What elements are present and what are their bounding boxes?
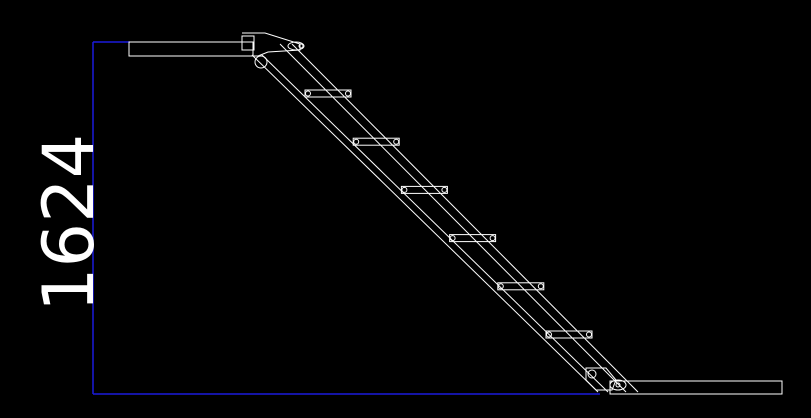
stair-step bbox=[304, 89, 352, 98]
stair-step bbox=[352, 137, 400, 146]
bottom-pivot-circle bbox=[587, 369, 597, 379]
stair-steps bbox=[304, 89, 593, 339]
step-bolt-left bbox=[353, 138, 360, 145]
dimension-label: 1624 bbox=[28, 134, 110, 312]
step-bolt-left bbox=[449, 235, 456, 242]
top-pivot-circle bbox=[254, 55, 268, 69]
step-bolt-right bbox=[441, 186, 448, 193]
stair-step-tread bbox=[352, 137, 400, 146]
step-bolt-left bbox=[546, 331, 552, 338]
step-bolt-right bbox=[489, 235, 496, 242]
dimension-lines bbox=[92, 41, 600, 395]
step-bolt-left bbox=[305, 90, 311, 97]
stair-step bbox=[545, 330, 593, 339]
stringer-outer-lower bbox=[251, 54, 599, 393]
stair-stringers bbox=[251, 43, 639, 393]
bottom-platform-beam bbox=[609, 380, 783, 395]
top-platform bbox=[128, 32, 305, 69]
top-bracket-square bbox=[241, 35, 255, 51]
step-bolt-left bbox=[497, 283, 504, 290]
bottom-hinge-plate bbox=[585, 367, 617, 391]
stair-step bbox=[497, 282, 545, 291]
stringer-outer-upper bbox=[291, 43, 639, 393]
step-bolt-right bbox=[345, 90, 351, 97]
step-bolt-right bbox=[586, 331, 592, 338]
top-platform-beam bbox=[128, 41, 254, 57]
stringer-inner-upper bbox=[279, 43, 627, 393]
top-hinge-bolt bbox=[298, 43, 304, 49]
bottom-hinge-pin bbox=[609, 379, 627, 391]
stair-step bbox=[449, 234, 497, 243]
bottom-platform bbox=[585, 367, 783, 395]
step-bolt-left bbox=[401, 186, 408, 193]
stringer-inner-lower bbox=[261, 54, 609, 393]
bottom-hinge-bolt bbox=[615, 382, 621, 388]
step-bolt-right bbox=[393, 138, 400, 145]
step-bolt-right bbox=[537, 283, 544, 290]
top-hinge-pin bbox=[287, 41, 305, 51]
top-hinge-plate bbox=[242, 32, 301, 57]
stair-step bbox=[400, 185, 448, 194]
